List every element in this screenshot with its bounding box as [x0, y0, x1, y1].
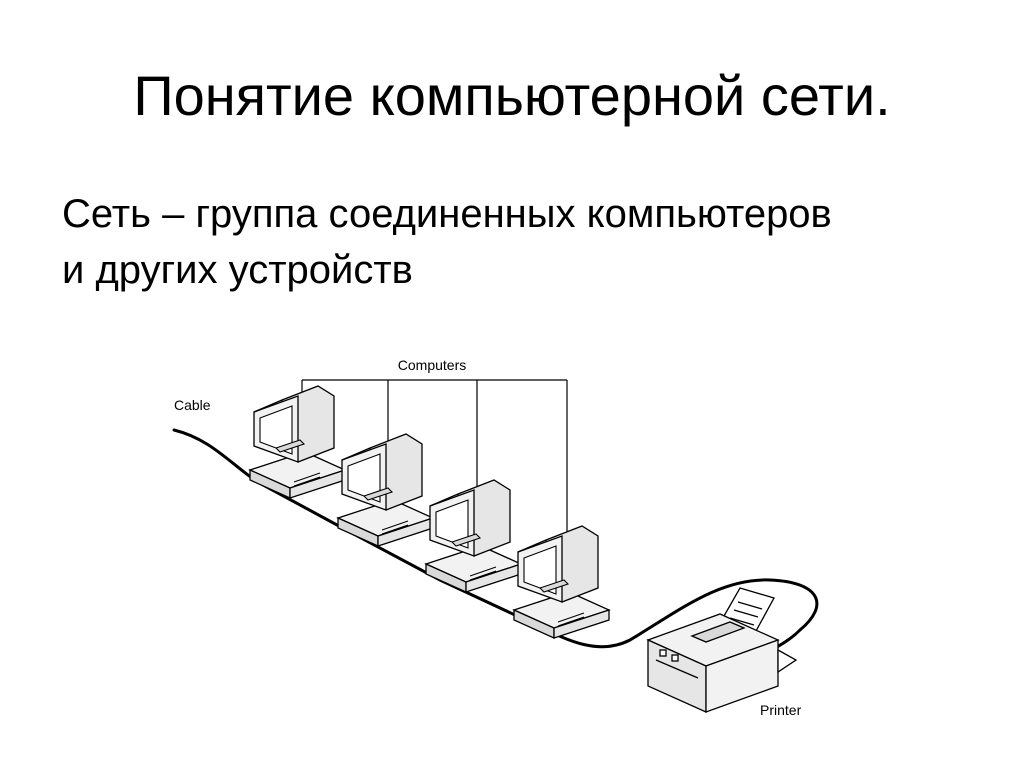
- printer-label: Printer: [760, 702, 802, 718]
- body-line-1: Сеть – группа соединенных компьютеров: [62, 192, 832, 236]
- computers-label: Computers: [398, 357, 466, 373]
- cable-label: Cable: [174, 397, 211, 413]
- computer-3: [425, 479, 522, 593]
- printer-icon: [646, 587, 798, 714]
- body-line-2: и других устройств: [62, 248, 413, 292]
- computers-bracket: [301, 379, 568, 548]
- computer-2: [337, 433, 434, 547]
- slide-body-text: Сеть – группа соединенных компьютеров и …: [62, 186, 982, 298]
- computer-1: [249, 385, 346, 499]
- slide-title: Понятие компьютерной сети.: [133, 64, 891, 127]
- computer-4: [513, 525, 610, 639]
